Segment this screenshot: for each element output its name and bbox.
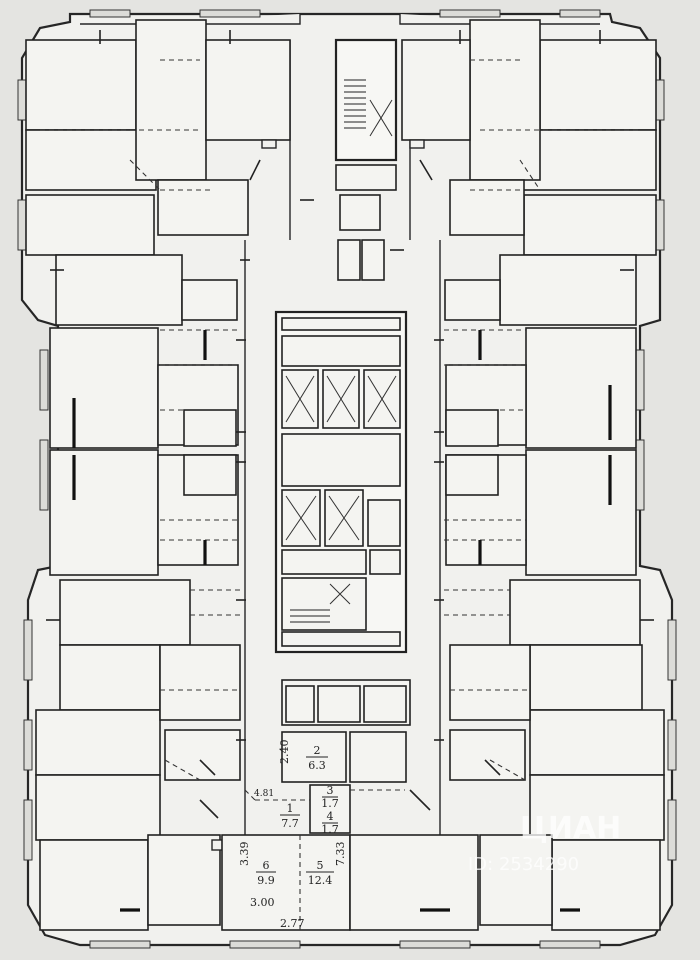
room-labels: 2 6.3 1 7.7 3 1.7 4 1.7 6 9.9 5 12.4 (256, 744, 339, 887)
watermark-id: ID: 2534290 (468, 854, 579, 875)
apartment-bottom-center (199, 679, 479, 931)
room-5-area: 12.4 (308, 874, 333, 887)
elevator-core (274, 310, 408, 654)
windows (17, 9, 677, 949)
room-6-number: 6 (263, 859, 270, 872)
dim-room-6-width: 3.00 (250, 896, 275, 909)
room-4-number: 4 (327, 810, 334, 823)
room-1-number: 1 (287, 802, 294, 815)
dim-room-5-height: 7.33 (334, 842, 347, 867)
room-3-number: 3 (327, 784, 334, 797)
dim-room-5-width: 2.77 (280, 917, 305, 930)
apartment-left-middle (49, 327, 246, 576)
room-5-number: 5 (317, 859, 324, 872)
apartment-top-left (25, 19, 291, 326)
dim-room-2-width: 2.40 (278, 740, 291, 765)
room-2-number: 2 (314, 744, 321, 757)
stair-top (300, 38, 404, 281)
dimension-labels: 2.40 4.81 3.39 7.33 3.00 2.77 (238, 740, 347, 931)
corridor (244, 40, 441, 930)
watermark-logo: ЦИАН (520, 811, 621, 846)
apartment-top-right (401, 19, 657, 326)
apartment-right-middle (434, 327, 637, 576)
room-4-area: 1.7 (321, 823, 339, 836)
dim-room-6-height: 3.39 (238, 842, 251, 867)
dim-room-1-width: 4.81 (254, 789, 274, 799)
room-1-area: 7.7 (281, 817, 299, 830)
apartment-bottom-right (434, 579, 665, 931)
room-3-area: 1.7 (321, 797, 339, 810)
watermark: ЦИАН ID: 2534290 (468, 811, 621, 875)
room-2-area: 6.3 (308, 759, 326, 772)
apartment-bottom-left (35, 579, 246, 931)
room-6-area: 9.9 (257, 874, 275, 887)
